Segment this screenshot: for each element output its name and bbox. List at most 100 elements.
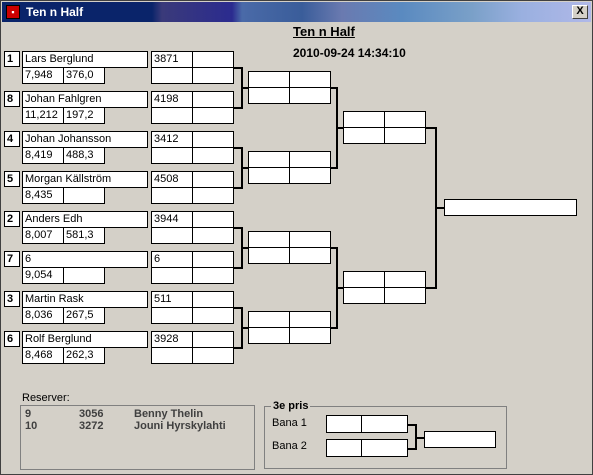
app-icon: ▪ <box>6 5 20 19</box>
sf-score[interactable] <box>384 287 426 304</box>
sf-score[interactable] <box>343 127 385 144</box>
game-score-c[interactable] <box>192 307 234 324</box>
lane-1-score-a[interactable] <box>326 415 362 433</box>
sf-score[interactable] <box>343 271 385 288</box>
final-winner[interactable] <box>444 199 577 216</box>
player-score[interactable]: 3412 <box>151 131 193 148</box>
player-name[interactable]: Johan Johansson <box>22 131 148 148</box>
game-score-a[interactable] <box>192 251 234 268</box>
game-score-a[interactable] <box>192 211 234 228</box>
bracket-connector <box>234 307 242 309</box>
lane-1-score-b[interactable] <box>361 415 408 433</box>
qf-score[interactable] <box>289 231 331 248</box>
bracket-connector <box>331 247 337 249</box>
player-score[interactable]: 511 <box>151 291 193 308</box>
connector <box>408 424 416 426</box>
player-score[interactable]: 3944 <box>151 211 193 228</box>
title-bar[interactable]: ▪ Ten n Half X <box>2 2 591 22</box>
player-score[interactable]: 4508 <box>151 171 193 188</box>
player-name[interactable]: Rolf Berglund <box>22 331 148 348</box>
bracket-connector <box>336 287 344 289</box>
qf-score[interactable] <box>248 231 290 248</box>
bracket-connector <box>234 187 242 189</box>
reserve-name: Benny Thelin <box>134 408 204 420</box>
player-name[interactable]: 6 <box>22 251 148 268</box>
game-score-c[interactable] <box>192 67 234 84</box>
player-name[interactable]: Lars Berglund <box>22 51 148 68</box>
qf-score[interactable] <box>289 87 331 104</box>
qf-score[interactable] <box>289 167 331 184</box>
connector <box>408 448 416 450</box>
sf-score[interactable] <box>384 111 426 128</box>
qf-score[interactable] <box>248 327 290 344</box>
game-score-c[interactable] <box>192 267 234 284</box>
qf-score[interactable] <box>289 247 331 264</box>
player-stat-2: 488,3 <box>63 147 105 164</box>
game-score-a[interactable] <box>192 331 234 348</box>
qf-score[interactable] <box>289 71 331 88</box>
player-score[interactable]: 4198 <box>151 91 193 108</box>
bracket-connector <box>426 127 436 129</box>
qf-score[interactable] <box>248 151 290 168</box>
bracket-connector <box>331 167 337 169</box>
qf-score[interactable] <box>248 247 290 264</box>
player-name[interactable]: Anders Edh <box>22 211 148 228</box>
game-score-a[interactable] <box>192 291 234 308</box>
reserver-list[interactable]: 9 3056 Benny Thelin 10 3272 Jouni Hyrsky… <box>20 405 255 470</box>
game-score-c[interactable] <box>192 227 234 244</box>
game-score-b[interactable] <box>151 187 193 204</box>
game-score-b[interactable] <box>151 67 193 84</box>
game-score-c[interactable] <box>192 187 234 204</box>
qf-score[interactable] <box>248 311 290 328</box>
game-score-c[interactable] <box>192 347 234 364</box>
qf-score[interactable] <box>248 87 290 104</box>
game-score-b[interactable] <box>151 347 193 364</box>
close-button[interactable]: X <box>572 5 588 19</box>
game-score-a[interactable] <box>192 171 234 188</box>
seed-number: 2 <box>4 211 20 227</box>
sf-score[interactable] <box>343 287 385 304</box>
qf-score[interactable] <box>248 167 290 184</box>
game-score-c[interactable] <box>192 107 234 124</box>
sf-score[interactable] <box>384 127 426 144</box>
qf-score[interactable] <box>289 151 331 168</box>
seed-number: 5 <box>4 171 20 187</box>
page-title: Ten n Half <box>293 24 355 39</box>
third-prize-winner[interactable] <box>424 431 496 448</box>
qf-score[interactable] <box>289 311 331 328</box>
player-stat-1: 8,007 <box>22 227 64 244</box>
game-score-b[interactable] <box>151 307 193 324</box>
player-stat-1: 8,036 <box>22 307 64 324</box>
player-name[interactable]: Johan Fahlgren <box>22 91 148 108</box>
game-score-a[interactable] <box>192 51 234 68</box>
player-name[interactable]: Martin Rask <box>22 291 148 308</box>
player-score[interactable]: 6 <box>151 251 193 268</box>
game-score-b[interactable] <box>151 147 193 164</box>
bracket-connector <box>241 167 249 169</box>
player-score[interactable]: 3928 <box>151 331 193 348</box>
qf-score[interactable] <box>248 71 290 88</box>
player-score[interactable]: 3871 <box>151 51 193 68</box>
player-stat-1: 8,419 <box>22 147 64 164</box>
bracket-connector <box>234 67 242 69</box>
sf-score[interactable] <box>384 271 426 288</box>
game-score-b[interactable] <box>151 107 193 124</box>
lane-2-score-b[interactable] <box>361 439 408 457</box>
bracket-connector <box>234 107 242 109</box>
game-score-b[interactable] <box>151 227 193 244</box>
player-stat-2: 376,0 <box>63 67 105 84</box>
game-score-c[interactable] <box>192 147 234 164</box>
game-score-a[interactable] <box>192 131 234 148</box>
seed-number: 7 <box>4 251 20 267</box>
date-time: 2010-09-24 14:34:10 <box>293 46 406 60</box>
reserve-score: 3272 <box>79 420 104 432</box>
game-score-b[interactable] <box>151 267 193 284</box>
qf-score[interactable] <box>289 327 331 344</box>
player-stat-2: 197,2 <box>63 107 105 124</box>
game-score-a[interactable] <box>192 91 234 108</box>
lane-2-score-a[interactable] <box>326 439 362 457</box>
player-stat-2 <box>63 187 105 204</box>
player-name[interactable]: Morgan Källström <box>22 171 148 188</box>
sf-score[interactable] <box>343 111 385 128</box>
